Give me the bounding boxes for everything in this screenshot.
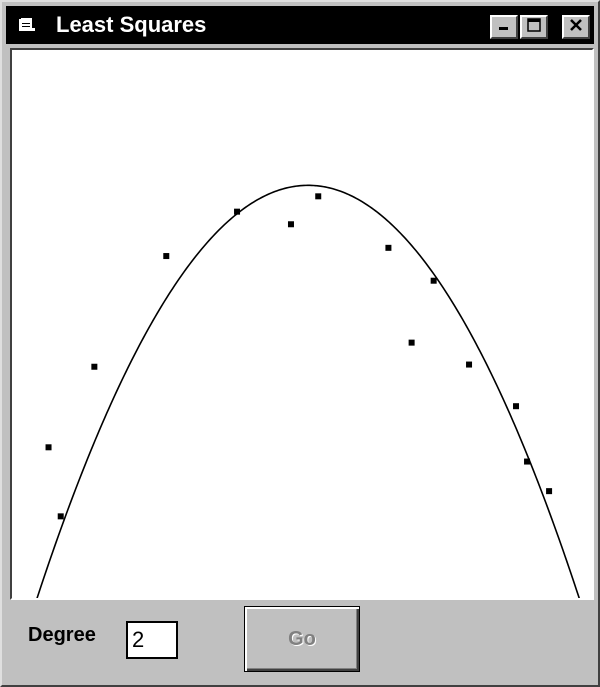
title-bar[interactable]: Least Squares xyxy=(6,6,594,44)
data-point xyxy=(234,208,241,215)
close-icon xyxy=(568,18,584,37)
data-point xyxy=(546,488,553,495)
degree-input[interactable] xyxy=(126,621,178,659)
data-point xyxy=(408,339,415,346)
data-point xyxy=(430,277,437,284)
close-button[interactable] xyxy=(562,15,590,39)
data-point xyxy=(287,221,294,228)
maximize-button[interactable] xyxy=(520,15,548,39)
maximize-icon xyxy=(526,17,542,37)
window-title: Least Squares xyxy=(56,12,207,37)
degree-label: Degree xyxy=(28,624,96,646)
data-point xyxy=(315,193,322,200)
plot-area xyxy=(10,48,594,600)
minimize-button[interactable] xyxy=(490,15,518,39)
data-point xyxy=(524,458,531,465)
data-point xyxy=(163,253,170,260)
data-point xyxy=(91,363,98,370)
data-point xyxy=(57,513,64,520)
data-points xyxy=(45,193,553,520)
app-icon xyxy=(18,17,36,33)
minimize-icon xyxy=(497,18,511,36)
scatter-plot xyxy=(36,184,580,598)
go-button[interactable]: Go xyxy=(244,606,360,672)
data-point xyxy=(385,244,392,251)
data-point xyxy=(466,361,473,368)
data-point xyxy=(45,444,52,451)
fit-curve xyxy=(36,184,580,598)
data-point xyxy=(513,403,520,410)
